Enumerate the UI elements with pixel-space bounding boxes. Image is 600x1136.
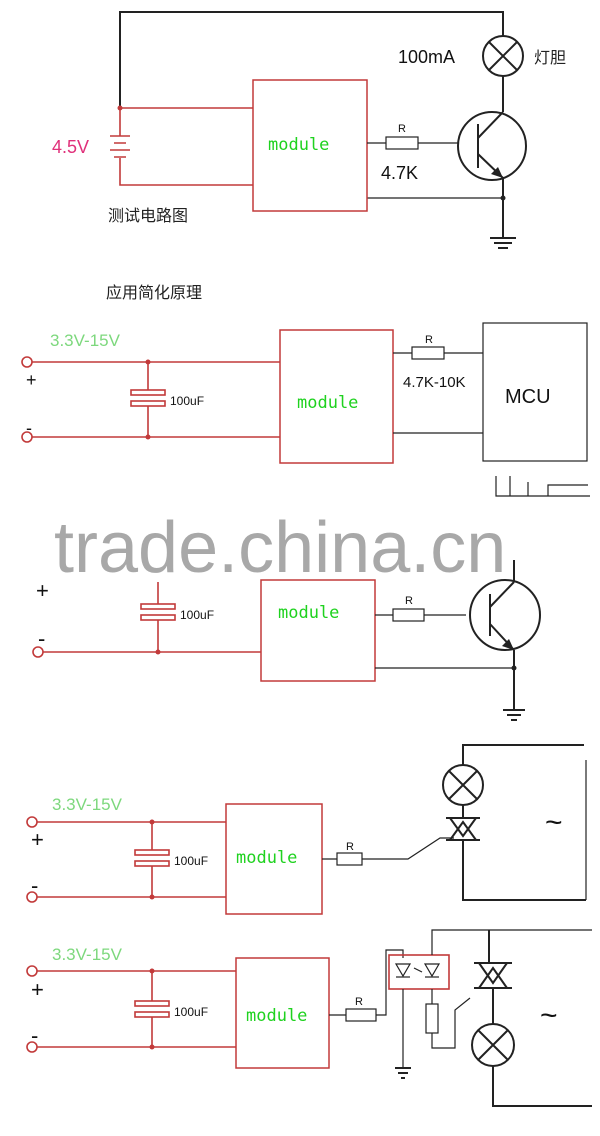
- load-wires: [495, 476, 590, 497]
- test-circuit-diagram: 4.5V module R 4.7K 100mA 灯胆 测试电路图: [52, 11, 566, 249]
- supply-voltage-label: 3.3V-15V: [50, 331, 121, 350]
- supply-voltage-label: 3.3V-15V: [52, 945, 123, 964]
- lamp-label: 灯胆: [534, 48, 566, 67]
- supply-voltage-label: 3.3V-15V: [52, 795, 123, 814]
- ac-bottom-wire: [492, 1066, 592, 1107]
- section-title: 应用简化原理: [106, 283, 202, 302]
- opto-input-wire: [329, 949, 404, 1016]
- transistor-application-diagram: + - 100uF module R: [32, 476, 590, 721]
- plus-terminal: [26, 816, 38, 828]
- resistor-label: R: [346, 841, 354, 853]
- resistor-label: R: [398, 123, 406, 135]
- ac-source-symbol: ~: [545, 806, 563, 839]
- triac-wires: [488, 930, 494, 1024]
- plus-sign: +: [31, 977, 44, 1002]
- load-top-wire: [462, 744, 584, 765]
- minus-sign: -: [26, 418, 32, 438]
- ground-icon: [395, 1067, 411, 1079]
- module-box: [279, 329, 394, 464]
- minus-sign: -: [38, 626, 45, 651]
- battery-voltage-label: 4.5V: [52, 137, 89, 157]
- npn-transistor-icon: [457, 111, 527, 181]
- module-label: module: [246, 1006, 307, 1026]
- plus-terminal: [21, 356, 33, 368]
- opto-triac-icon: [413, 963, 441, 978]
- capacitor-label: 100uF: [174, 1005, 208, 1019]
- mcu-application-diagram: 3.3V-15V + - 100uF module R 4.7K-10K MCU: [21, 322, 588, 464]
- triac-icon: [446, 817, 480, 841]
- mcu-wires: [393, 352, 483, 434]
- watermark-text: trade.china.cn: [54, 508, 506, 588]
- capacitor-icon: [134, 1000, 170, 1018]
- optocoupler-box: [388, 954, 450, 990]
- supply-wires: [37, 821, 226, 898]
- ac-source-symbol: ~: [540, 999, 558, 1032]
- resistor-value: 4.7K: [381, 163, 418, 183]
- mcu-box: [482, 322, 588, 462]
- module-label: module: [278, 603, 339, 623]
- opto-led-icon: [394, 963, 412, 978]
- lamp-icon: [471, 1023, 515, 1067]
- opto-wires: [402, 989, 433, 1068]
- module-label: module: [297, 393, 358, 413]
- capacitor-label: 100uF: [174, 854, 208, 868]
- plus-sign: +: [31, 827, 44, 852]
- resistor-label: R: [425, 334, 433, 346]
- triac-icon: [474, 962, 512, 989]
- ac-top-wire: [431, 929, 592, 955]
- module-label: module: [268, 135, 329, 155]
- npn-transistor-icon: [469, 579, 541, 651]
- triac-application-diagram: 3.3V-15V + - 100uF module R: [26, 744, 587, 915]
- minus-sign: -: [31, 873, 38, 898]
- module-label: module: [236, 848, 297, 868]
- module-box: [235, 957, 330, 1069]
- module-box: [225, 803, 323, 915]
- plus-terminal: [26, 965, 38, 977]
- mcu-label: MCU: [505, 386, 551, 408]
- plus-sign: +: [26, 370, 37, 390]
- gate-wire: [431, 997, 471, 1049]
- ground-icon: [503, 709, 525, 721]
- resistor-icon: [336, 852, 363, 866]
- load-bottom-wire: [462, 840, 586, 901]
- top-wire: [119, 11, 504, 108]
- resistor-icon: [385, 136, 419, 150]
- battery-minus-wire: [119, 108, 253, 186]
- battery-icon: [110, 135, 130, 158]
- lamp-current-label: 100mA: [398, 47, 455, 67]
- resistor-icon: [411, 346, 445, 360]
- lamp-icon: [482, 35, 524, 77]
- gate-resistor-icon: [425, 1003, 439, 1034]
- minus-sign: -: [31, 1023, 38, 1048]
- resistor-label: R: [405, 595, 413, 607]
- capacitor-icon: [140, 603, 176, 621]
- supply-wires: [32, 361, 280, 438]
- capacitor-label: 100uF: [170, 394, 204, 408]
- capacitor-icon: [134, 849, 170, 867]
- lamp-icon: [442, 764, 484, 806]
- module-box: [260, 579, 376, 682]
- resistor-icon: [392, 608, 425, 622]
- plus-sign: +: [36, 578, 49, 603]
- module-box: [252, 79, 368, 212]
- resistor-icon: [345, 1008, 377, 1022]
- capacitor-icon: [130, 389, 166, 407]
- optocoupler-triac-diagram: 3.3V-15V + - 100uF module R: [26, 929, 592, 1107]
- capacitor-label: 100uF: [180, 608, 214, 622]
- resistor-label: R: [355, 996, 363, 1008]
- supply-wires: [37, 970, 236, 1048]
- test-circuit-caption: 测试电路图: [108, 206, 188, 225]
- ground-icon: [490, 237, 516, 249]
- resistor-value: 4.7K-10K: [403, 374, 466, 391]
- gate-wire: [322, 837, 454, 860]
